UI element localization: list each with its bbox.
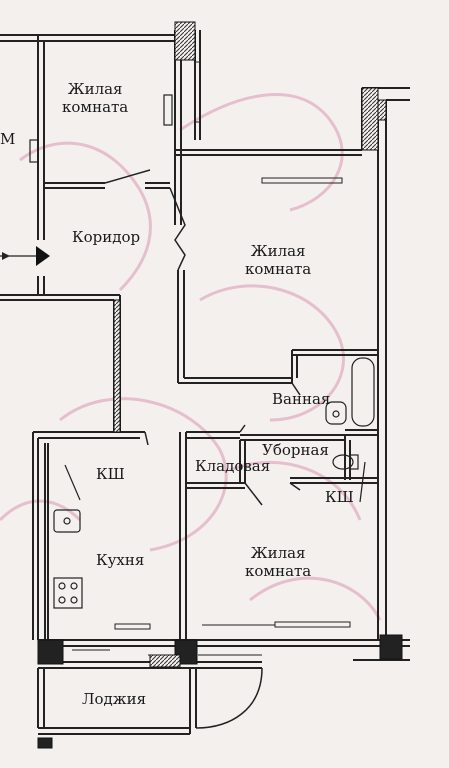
room-label-loggia: Лоджия [82, 690, 147, 708]
room-label-line: Жилая [67, 80, 123, 98]
room-label-bathroom: Ванная [272, 390, 331, 408]
structural-columns [37, 21, 403, 749]
room-label-corridor: Коридор [72, 228, 141, 246]
doors [104, 169, 301, 729]
room-label-line: Жилая [250, 544, 306, 562]
room-label-line: Жилая [250, 242, 306, 260]
room-label-cut-letter: М [0, 130, 16, 148]
room-label-kitchen: Кухня [96, 551, 145, 569]
room-label-shaft-right: КШ [325, 488, 354, 506]
room-label-line: комната [245, 260, 312, 278]
windows [72, 61, 351, 656]
room-label-toilet: Уборная [262, 441, 329, 459]
room-label-line: комната [245, 562, 312, 580]
walls [0, 30, 410, 735]
fixtures [29, 94, 375, 609]
room-label-living-top-left: Жилая комната [62, 80, 128, 116]
room-label-shaft-left: КШ [96, 465, 125, 483]
room-label-storage: Кладовая [195, 457, 271, 475]
room-label-living-center: Жилая комната [245, 242, 311, 278]
room-label-line: комната [62, 98, 129, 116]
entrance-arrow-icon [0, 246, 50, 266]
room-label-living-bottom: Жилая комната [245, 544, 311, 580]
watermark-ornament [0, 93, 382, 621]
